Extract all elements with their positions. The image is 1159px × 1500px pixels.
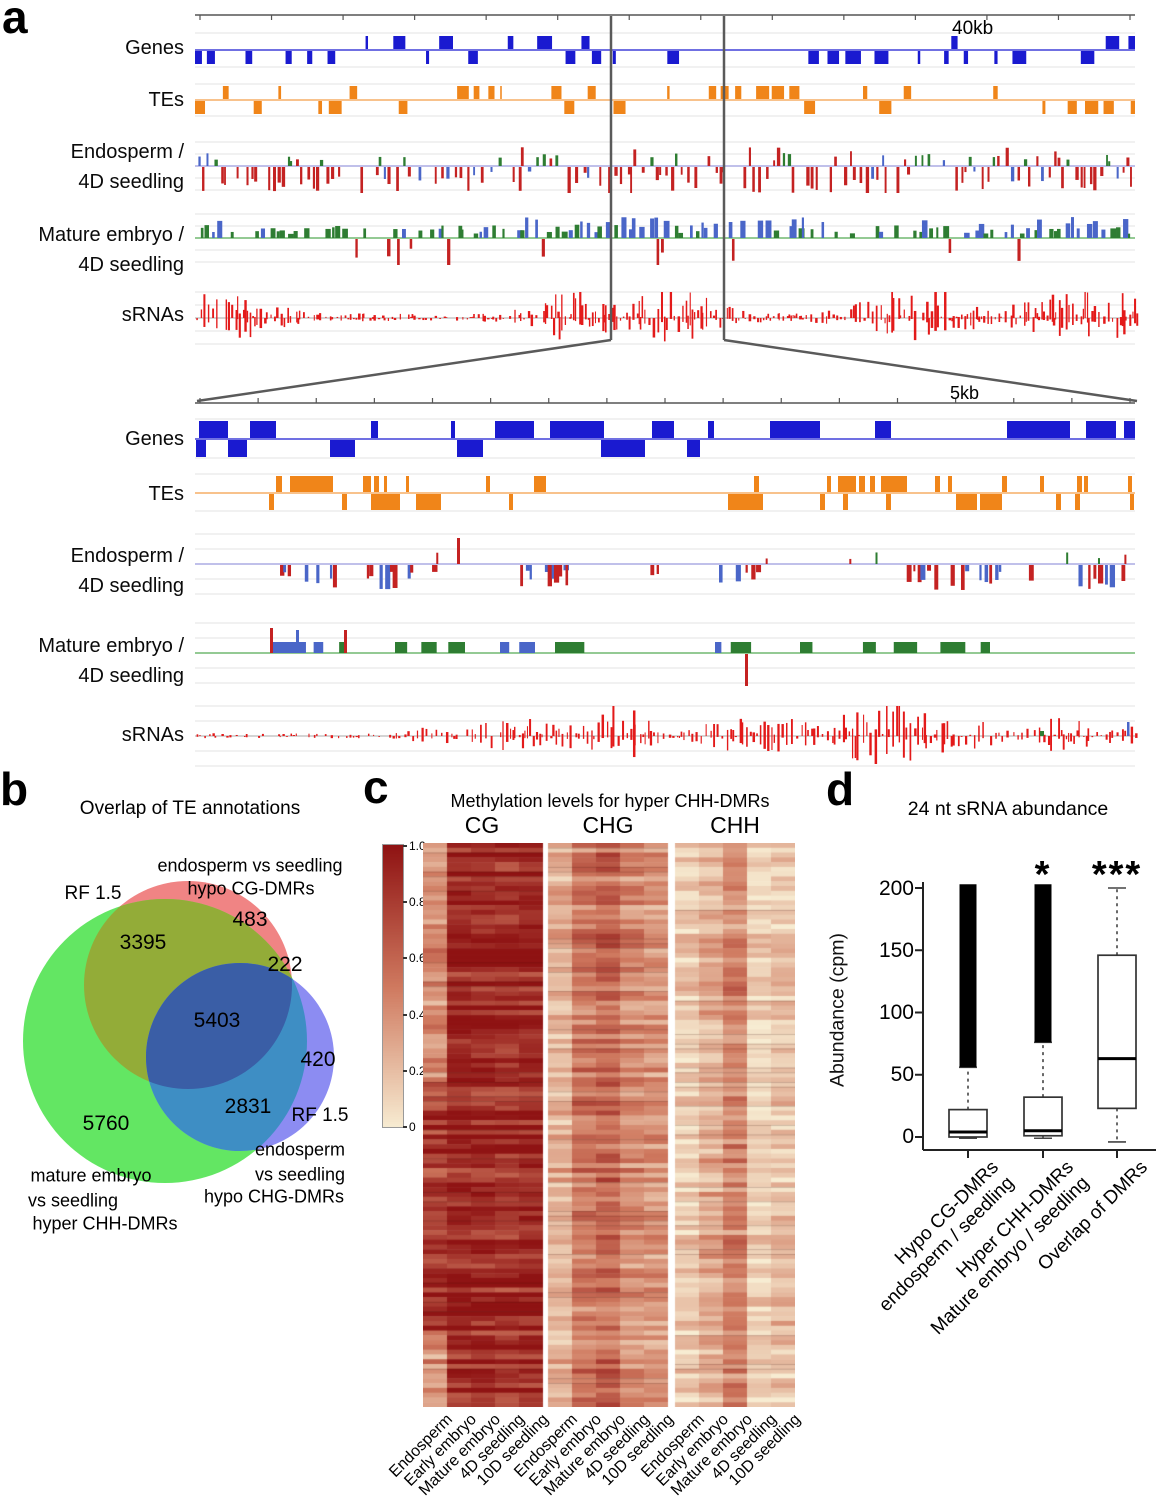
track-label-genes-bottom: Genes <box>125 428 184 450</box>
scale-label-5kb: 5kb <box>950 383 980 403</box>
track-label-endosperm-top-1: Endosperm / <box>70 141 184 163</box>
boxplot-ytick-200: 200 <box>878 877 914 900</box>
venn-diagram <box>23 881 334 1183</box>
boxplot-ytick-100: 100 <box>878 1001 914 1024</box>
colorbar-tick <box>403 1014 407 1016</box>
genome-browser-tracks <box>195 14 1139 767</box>
significance-star-group3: *** <box>1091 854 1143 896</box>
venn-count-red-green: 3395 <box>119 931 167 954</box>
colorbar-tick <box>403 901 407 903</box>
methylation-heatmap <box>423 843 795 1407</box>
panel-d-letter: d <box>826 763 855 815</box>
venn-label-rf-right: RF 1.5 <box>291 1105 349 1126</box>
venn-label-red-set-2: hypo CG-DMRs <box>187 878 315 899</box>
venn-label-blue-set-2: vs seedling <box>254 1164 346 1185</box>
venn-label-red-set-1: endosperm vs seedling <box>157 855 343 876</box>
boxplot-ytick-150: 150 <box>878 939 914 962</box>
colorbar-tick-label: 0.2 <box>409 1064 426 1078</box>
colorbar-tick-label: 0.8 <box>409 895 426 909</box>
boxplot-y-axis-label: Abundance (cpm) <box>826 933 849 1087</box>
track-label-mature-bottom-2: 4D seedling <box>78 665 184 687</box>
venn-count-blue-only: 420 <box>300 1048 336 1071</box>
panel-a-letter: a <box>2 0 28 43</box>
venn-label-green-set-1: mature embryo <box>30 1165 152 1186</box>
scale-label-40kb: 40kb <box>952 18 994 39</box>
venn-count-center: 5403 <box>193 1009 241 1032</box>
significance-star-group2: * <box>1034 854 1052 896</box>
track-label-mature-bottom-1: Mature embryo / <box>38 635 184 657</box>
colorbar-tick <box>403 957 407 959</box>
track-label-mature-top-2: 4D seedling <box>78 254 184 276</box>
heatmap-context-chg: CHG <box>582 812 634 838</box>
track-label-srnas-bottom: sRNAs <box>121 724 184 746</box>
venn-label-rf-left: RF 1.5 <box>64 883 122 904</box>
boxplot-title: 24 nt sRNA abundance <box>907 798 1109 820</box>
venn-count-green-blue: 2831 <box>224 1095 272 1118</box>
colorbar-tick <box>403 1126 407 1128</box>
venn-label-green-set-2: vs seedling <box>27 1190 119 1211</box>
venn-label-blue-set-1: endosperm <box>254 1139 346 1160</box>
heatmap-colorbar <box>382 844 404 1128</box>
heatmap-context-chh: CHH <box>710 812 760 838</box>
panel-c-letter: c <box>363 761 389 813</box>
colorbar-tick <box>403 1070 407 1072</box>
track-label-endosperm-bottom-1: Endosperm / <box>70 545 184 567</box>
colorbar-tick-label: 1.0 <box>409 839 426 853</box>
venn-title: Overlap of TE annotations <box>79 798 301 819</box>
track-label-srnas-top: sRNAs <box>121 304 184 326</box>
track-label-endosperm-bottom-2: 4D seedling <box>78 575 184 597</box>
heatmap-title: Methylation levels for hyper CHH-DMRs <box>450 791 770 811</box>
track-label-tes-top: TEs <box>148 89 184 111</box>
boxplot-ytick-0: 0 <box>902 1125 914 1148</box>
panel-b-letter: b <box>0 763 29 815</box>
track-label-tes-bottom: TEs <box>148 483 184 505</box>
colorbar-tick-label: 0.6 <box>409 951 426 965</box>
boxplot-ytick-50: 50 <box>890 1063 914 1086</box>
track-label-genes-top: Genes <box>125 37 184 59</box>
colorbar-tick-label: 0.4 <box>409 1008 426 1022</box>
heatmap-context-cg: CG <box>464 812 500 838</box>
venn-label-green-set-3: hyper CHH-DMRs <box>32 1213 178 1234</box>
track-label-endosperm-top-2: 4D seedling <box>78 171 184 193</box>
colorbar-tick-label: 0 <box>409 1120 416 1134</box>
venn-count-red-blue: 222 <box>267 953 303 976</box>
boxplot-chart <box>915 882 1156 1158</box>
venn-label-blue-set-3: hypo CHG-DMRs <box>203 1186 345 1207</box>
venn-count-red-only: 483 <box>232 908 268 931</box>
colorbar-tick <box>403 845 407 847</box>
venn-count-green-only: 5760 <box>82 1112 130 1135</box>
track-label-mature-top-1: Mature embryo / <box>38 224 184 246</box>
